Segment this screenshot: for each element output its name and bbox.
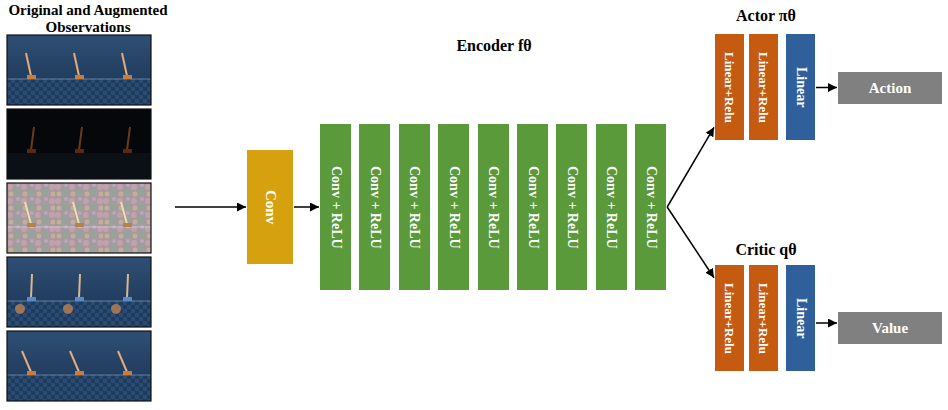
- arrow-connector: [294, 206, 319, 208]
- arrow-connector: [667, 207, 714, 278]
- group-heading: Critic qθ: [710, 240, 822, 260]
- layer-label: Conv + ReLU: [486, 166, 500, 249]
- observation-images: [6, 34, 156, 406]
- encoder-layer: Conv + ReLU: [359, 124, 390, 290]
- encoder-layer: Conv + ReLU: [438, 124, 469, 290]
- linear-relu-layer: Linear+Relu: [749, 265, 778, 371]
- observation-frame: [7, 331, 55, 401]
- layer-label: Linear+Relu: [757, 283, 770, 354]
- group-heading: Actor πθ: [710, 6, 822, 26]
- frame-border: [7, 35, 151, 105]
- encoder-layer: Conv + ReLU: [517, 124, 548, 290]
- observation-frame: [7, 183, 55, 253]
- observation-frame: [7, 35, 55, 105]
- observation-frame: [7, 109, 55, 179]
- layer-label: Conv + ReLU: [565, 166, 579, 249]
- linear-relu-layer: Linear+Relu: [749, 34, 778, 140]
- actor-group: Linear+Relu Linear+Relu Linear Actor πθ: [710, 6, 822, 142]
- layer-label: Linear: [794, 67, 808, 107]
- arrow-connector: [667, 127, 714, 207]
- output-box: Value: [838, 312, 942, 344]
- observation-frame: [55, 183, 103, 253]
- layer-label: Linear+Relu: [723, 283, 736, 354]
- group-heading: Original and Augmented Observations: [2, 2, 174, 36]
- observation-frame: [7, 257, 55, 327]
- observation-frame: [103, 109, 151, 179]
- linear-relu-layer: Linear+Relu: [715, 34, 744, 140]
- layer-label: Conv + ReLU: [447, 166, 461, 249]
- layer-label: Conv + ReLU: [407, 166, 421, 249]
- layer-label: Conv + ReLU: [644, 166, 658, 249]
- observation-row: [7, 183, 151, 253]
- observation-frame: [55, 331, 103, 401]
- layer-label: Linear+Relu: [757, 52, 770, 123]
- layer-label: Conv + ReLU: [526, 166, 540, 249]
- observation-row: [7, 331, 151, 401]
- encoder-layer: Conv + ReLU: [399, 124, 430, 290]
- layer-label: Conv + ReLU: [604, 166, 618, 249]
- observation-frame: [103, 35, 151, 105]
- arrow-connector: [816, 87, 837, 89]
- encoder-layer: Conv + ReLU: [635, 124, 666, 290]
- observation-row: [7, 109, 151, 179]
- layer-label: Conv + ReLU: [368, 166, 382, 249]
- linear-layer: Linear: [786, 34, 815, 140]
- frame-border: [7, 331, 151, 401]
- observation-frame: [55, 35, 103, 105]
- frame-border: [7, 109, 151, 179]
- layer-label: Conv: [263, 190, 278, 224]
- encoder-layer: Conv + ReLU: [478, 124, 509, 290]
- conv-box: Conv: [247, 150, 293, 264]
- layer-label: Conv + ReLU: [329, 166, 343, 249]
- layer-label: Linear+Relu: [723, 52, 736, 123]
- linear-layer: Linear: [786, 265, 815, 371]
- observation-frame: [103, 183, 151, 253]
- frame-border: [7, 257, 151, 327]
- output-box: Action: [838, 72, 942, 104]
- observation-frame: [103, 331, 151, 401]
- arrow-connector: [816, 322, 837, 324]
- layer-label: Value: [872, 320, 908, 337]
- observation-row: [7, 35, 151, 105]
- encoder-group: Conv + ReLU Conv + ReLU Conv + ReLU Conv + …: [316, 36, 672, 294]
- frame-border: [7, 183, 151, 253]
- encoder-layer: Conv + ReLU: [556, 124, 587, 290]
- observation-frame: [103, 257, 151, 327]
- linear-relu-layer: Linear+Relu: [715, 265, 744, 371]
- layer-label: Linear: [794, 298, 808, 338]
- group-heading: Encoder fθ: [316, 36, 672, 56]
- observation-frame: [55, 109, 103, 179]
- observation-row: [7, 257, 151, 327]
- arrow-connector: [175, 206, 246, 208]
- encoder-layer: Conv + ReLU: [320, 124, 351, 290]
- encoder-layer: Conv + ReLU: [596, 124, 627, 290]
- observation-frame: [55, 257, 103, 327]
- critic-group: Linear+Relu Linear+Relu Linear Critic qθ: [710, 240, 822, 374]
- layer-label: Action: [869, 80, 912, 97]
- observation-panel: Original and Augmented Observations: [2, 2, 174, 404]
